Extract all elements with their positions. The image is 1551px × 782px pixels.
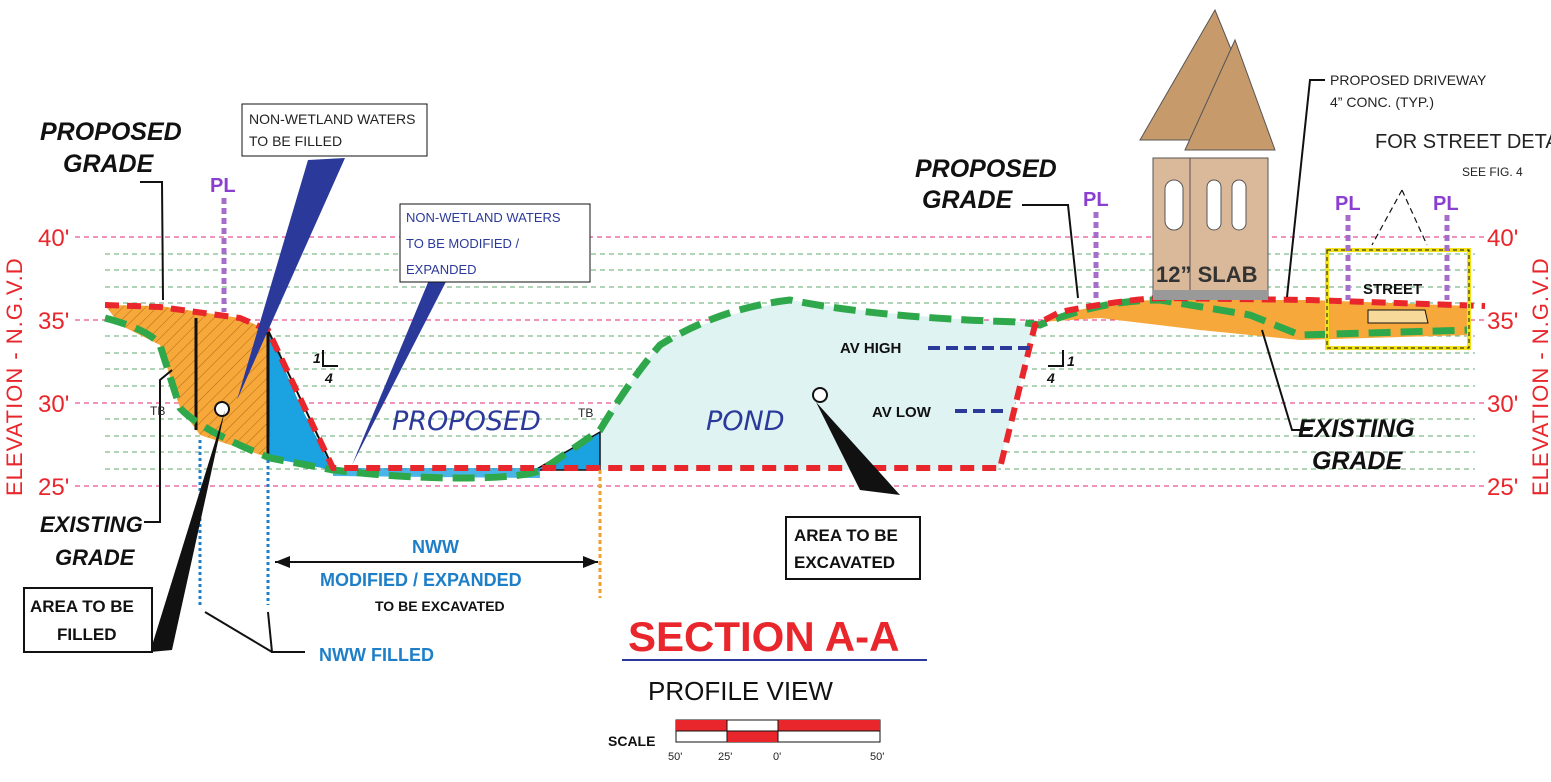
nww-1: NWW (412, 537, 459, 557)
tick-left-25: 25' (38, 474, 69, 501)
nww-filled-box-1: NON-WETLAND WATERS (249, 111, 415, 127)
nww-filled-area (268, 330, 333, 470)
proposed-grade-right-2: GRADE (922, 186, 1014, 214)
tb-mid: TB (578, 406, 593, 420)
existing-grade-right-2: GRADE (1312, 447, 1404, 475)
slope-right-h: 4 (1046, 370, 1055, 386)
area-excavated-2: EXCAVATED (794, 553, 895, 572)
slope-right-v: 1 (1067, 353, 1075, 369)
nww-filled-box-2: TO BE FILLED (249, 133, 342, 149)
street-detail-2: SEE FIG. 4 (1462, 165, 1523, 179)
pl-street-right: PL (1433, 193, 1459, 215)
av-low-label: AV LOW (872, 404, 932, 421)
left-elevation-title: ELEVATION - N.G.V.D (2, 257, 27, 496)
existing-grade-left-2: GRADE (55, 545, 136, 570)
nww-filled: NWW FILLED (319, 645, 434, 665)
driveway-1: PROPOSED DRIVEWAY (1330, 72, 1487, 88)
tick-right-40: 40' (1487, 225, 1518, 252)
existing-grade-left-1: EXISTING (40, 512, 143, 537)
area-excavated-1: AREA TO BE (794, 526, 898, 545)
scale-tick-2: 0' (773, 751, 781, 763)
nww-3: TO BE EXCAVATED (375, 598, 505, 614)
proposed-grade-right-1: PROPOSED (915, 155, 1057, 183)
slab-label: 12” SLAB (1156, 262, 1257, 287)
pl-mid: PL (1083, 189, 1109, 211)
section-title: SECTION A-A (628, 613, 899, 660)
pl-left: PL (210, 175, 236, 197)
tick-right-35: 35' (1487, 308, 1518, 335)
tick-right-25: 25' (1487, 474, 1518, 501)
pl-street-left: PL (1335, 193, 1361, 215)
area-filled-2: FILLED (57, 625, 117, 644)
tick-right-30: 30' (1487, 391, 1518, 418)
scale-label: SCALE (608, 733, 655, 749)
proposed-grade-left-2: GRADE (63, 150, 155, 178)
proposed-grade-left-1: PROPOSED (40, 118, 182, 146)
tick-left-35: 35' (38, 308, 69, 335)
proposed-label: PROPOSED (392, 406, 541, 437)
scale-tick-3: 50' (870, 751, 884, 763)
nww-2: MODIFIED / EXPANDED (320, 570, 522, 590)
tick-left-30: 30' (38, 391, 69, 418)
pond-label: POND (706, 406, 785, 437)
nww-mod-box-3: EXPANDED (406, 262, 477, 277)
area-filled-1: AREA TO BE (30, 597, 134, 616)
scale-bar (675, 719, 881, 743)
slope-left-v: 1 (313, 350, 321, 366)
scale-tick-0: 50' (668, 751, 682, 763)
street-label: STREET (1363, 281, 1422, 298)
av-high-label: AV HIGH (840, 340, 901, 357)
nww-mod-box-2: TO BE MODIFIED / (406, 236, 520, 251)
scale-tick-1: 25' (718, 751, 732, 763)
pond-area (600, 300, 1035, 470)
tb-left: TB (150, 404, 165, 418)
street-detail-1: FOR STREET DETAIL (1375, 131, 1551, 153)
section-subtitle: PROFILE VIEW (648, 676, 833, 706)
building (1139, 8, 1276, 300)
driveway-2: 4” CONC. (TYP.) (1330, 94, 1434, 110)
right-elevation-title: ELEVATION - N.G.V.D (1528, 257, 1551, 496)
nww-mod-box-1: NON-WETLAND WATERS (406, 210, 561, 225)
existing-grade-right-1: EXISTING (1298, 415, 1415, 443)
street-section (1367, 309, 1429, 324)
slope-left-h: 4 (324, 370, 333, 386)
existing-grade-line (104, 296, 1471, 482)
tick-left-40: 40' (38, 225, 69, 252)
